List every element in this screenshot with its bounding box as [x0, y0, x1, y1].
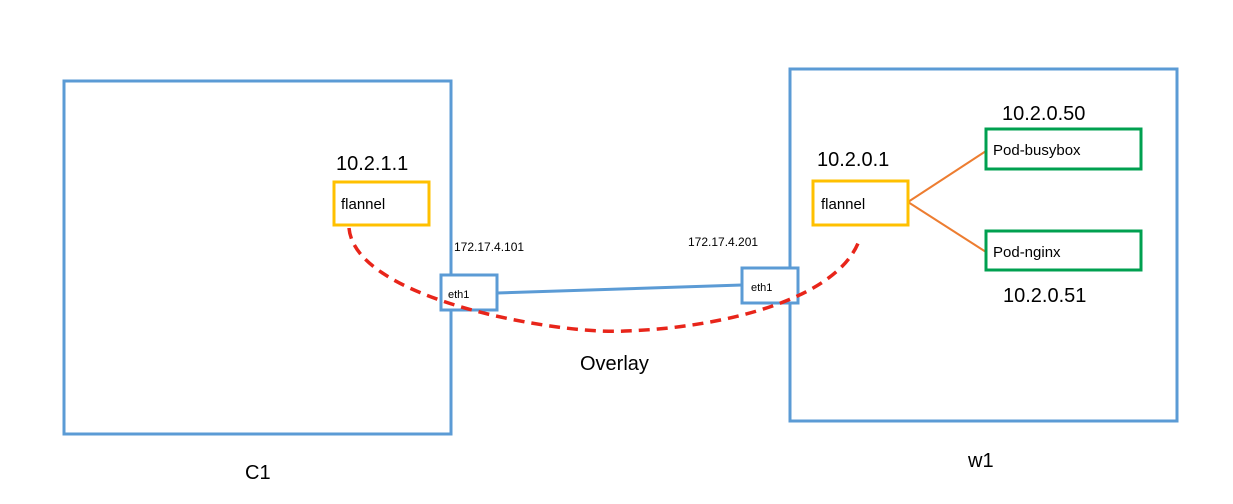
pod-link-nginx: [907, 201, 987, 253]
c1-eth-label: eth1: [448, 289, 469, 301]
c1-flannel-label: flannel: [341, 196, 385, 213]
overlay-tunnel-path: [347, 227, 862, 334]
pod-busybox-label: Pod-busybox: [993, 142, 1081, 159]
w1-eth-ip: 172.17.4.201: [688, 235, 758, 249]
c1-eth-ip: 172.17.4.101: [454, 240, 524, 254]
w1-flannel-box: [811, 179, 910, 227]
pod-busybox-box: [984, 127, 1143, 171]
pod-link-busybox: [907, 150, 987, 203]
pod-nginx-ip: 10.2.0.51: [1003, 285, 1086, 307]
pod-nginx-label: Pod-nginx: [993, 244, 1061, 261]
host-w1-label: w1: [967, 450, 994, 472]
host-w1-box: [788, 67, 1179, 423]
c1-flannel-ip: 10.2.1.1: [336, 153, 408, 175]
pod-nginx-box: [984, 229, 1143, 272]
w1-flannel-label: flannel: [821, 196, 865, 213]
w1-flannel-ip: 10.2.0.1: [817, 149, 889, 171]
host-c1-label: C1: [245, 462, 271, 484]
eth-link-line: [496, 283, 743, 295]
w1-eth-box: [740, 266, 800, 305]
c1-flannel-box: [332, 180, 431, 227]
w1-eth-label: eth1: [751, 282, 772, 294]
pod-busybox-ip: 10.2.0.50: [1002, 103, 1085, 125]
host-c1-box: [62, 79, 453, 436]
overlay-label: Overlay: [580, 353, 649, 375]
